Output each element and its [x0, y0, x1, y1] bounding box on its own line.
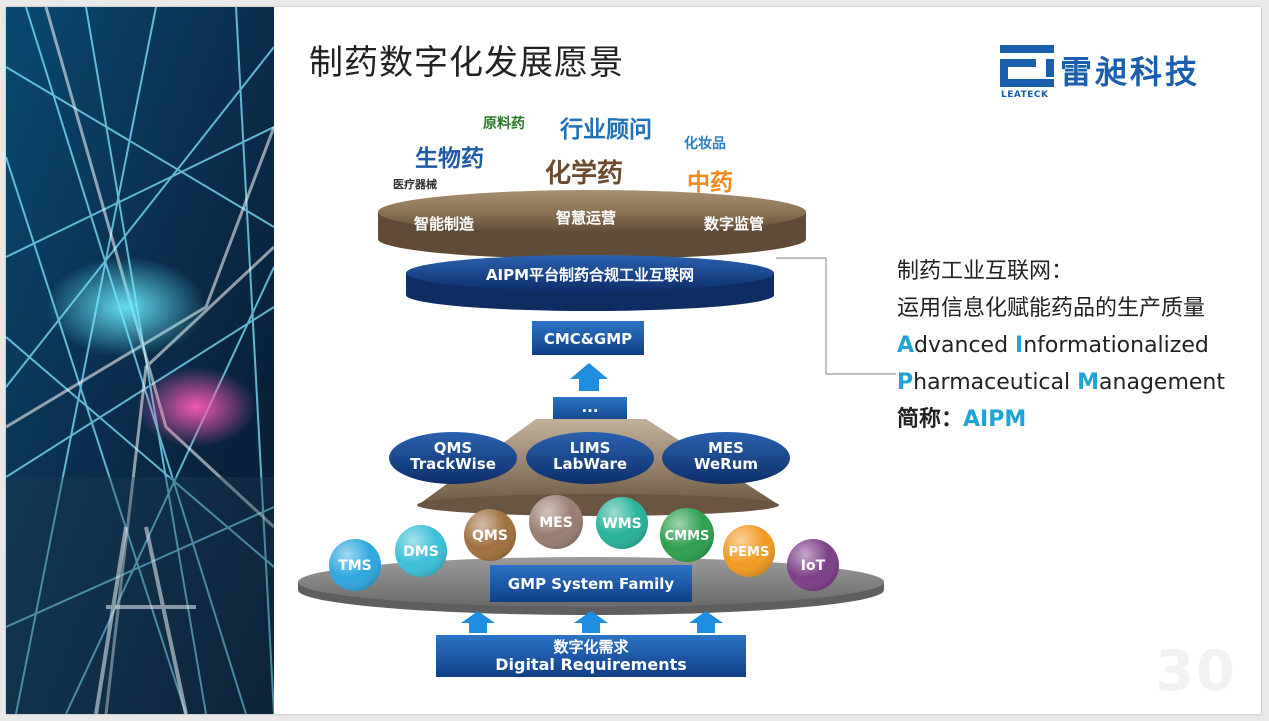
gmp-family-box: GMP System Family — [490, 565, 692, 602]
domain-cosmetics: 化妆品 — [684, 136, 726, 152]
ball-label: PEMS — [729, 545, 770, 560]
domain-api: 原料药 — [483, 116, 525, 132]
ball-shading — [329, 539, 381, 591]
word-rest: anagement — [1099, 370, 1225, 395]
acronym-letter: P — [897, 370, 914, 395]
enterprise-system-name: MES — [708, 439, 744, 457]
gmp-system-balls: TMS DMS QMS MES WMS CMMS PEMS IoT — [329, 495, 839, 591]
ball-shading — [464, 509, 516, 561]
up-arrow-icon — [574, 611, 608, 633]
enterprise-system-lims: LIMS LabWare — [526, 432, 654, 484]
enterprise-system-vendor: LabWare — [553, 455, 627, 473]
cone-base — [417, 494, 779, 516]
ball-shading — [395, 525, 447, 577]
up-arrow-icon — [461, 611, 495, 633]
leateck-logo-mark — [1000, 45, 1054, 87]
word-rest: dvanced — [914, 333, 1016, 358]
gmp-system-ball-tms: TMS — [329, 539, 381, 591]
slide: 制药数字化发展愿景 雷昶科技 LEATECK 原料药 行业顾问 生物药 化妆品 … — [6, 7, 1261, 714]
ball-label: MES — [539, 515, 573, 531]
digital-requirements-en: Digital Requirements — [495, 655, 687, 674]
aipm-platform-disc: AIPM平台制药合规工业互联网 — [406, 255, 774, 311]
description-abbreviation: 简称：AIPM — [897, 401, 1225, 438]
cmc-gmp-box: CMC&GMP — [532, 321, 644, 355]
acronym-letter: A — [897, 333, 915, 358]
ball-shading — [787, 539, 839, 591]
cmc-gmp-label: CMC&GMP — [544, 330, 632, 348]
ball-label: TMS — [338, 558, 372, 574]
digital-requirements-cn: 数字化需求 — [553, 638, 629, 656]
connector-line — [776, 257, 896, 375]
enterprise-system-qms: QMS TrackWise — [389, 432, 517, 484]
ball-shading — [660, 508, 714, 562]
enterprise-system-name: LIMS — [570, 439, 611, 457]
aipm-architecture-diagram: 智能制造 智慧运营 数字监管 AIPM平台制药合规工业互联网 CMC&GMP .… — [298, 190, 896, 677]
enterprise-system-vendor: WeRum — [694, 455, 758, 473]
logo-name-en: LEATECK — [1001, 90, 1049, 100]
enterprise-system-mes: MES WeRum — [662, 432, 790, 484]
platform-label: AIPM平台制药合规工业互联网 — [486, 266, 694, 284]
up-arrow-icon — [570, 363, 608, 391]
enterprise-system-name: QMS — [434, 439, 472, 457]
domain-medical-devices: 医疗器械 — [393, 178, 437, 191]
ball-shading — [723, 525, 775, 577]
abbreviation-value: AIPM — [963, 407, 1027, 432]
ball-label: DMS — [403, 544, 439, 560]
top-tier-item: 智慧运营 — [556, 209, 616, 227]
ball-shading — [596, 497, 648, 549]
domain-chemical-drugs: 化学药 — [545, 159, 624, 189]
top-tier-item: 智能制造 — [414, 215, 474, 233]
gmp-system-ball-mes: MES — [529, 495, 583, 549]
acronym-letter: M — [1077, 370, 1100, 395]
ball-label: CMMS — [665, 529, 710, 544]
page-title: 制药数字化发展愿景 — [309, 43, 624, 83]
word-rest: nformationalized — [1023, 333, 1209, 358]
up-arrow-icon — [689, 611, 723, 633]
description-line: 制药工业互联网： — [897, 259, 1074, 284]
word-rest: harmaceutical — [913, 370, 1078, 395]
abbreviation-label: 简称： — [897, 407, 964, 432]
description-full-name-line2: Pharmaceutical Management — [897, 364, 1225, 401]
description-full-name-line1: Advanced Informationalized — [897, 327, 1225, 364]
digital-requirements-box: 数字化需求 Digital Requirements — [436, 635, 746, 677]
logo-name-cn: 雷昶科技 — [1060, 53, 1201, 91]
gmp-system-ball-pems: PEMS — [723, 525, 775, 577]
ellipsis-label: ... — [581, 398, 598, 416]
ball-shading — [529, 495, 583, 549]
gmp-system-ball-iot: IoT — [787, 539, 839, 591]
page-number: 30 — [1155, 639, 1237, 704]
gmp-system-ball-cmms: CMMS — [660, 508, 714, 562]
gmp-system-ball-dms: DMS — [395, 525, 447, 577]
ball-label: QMS — [472, 528, 508, 544]
top-tier-item: 数字监管 — [704, 215, 764, 233]
company-logo: 雷昶科技 LEATECK — [1000, 45, 1230, 105]
ball-label: IoT — [801, 558, 826, 574]
aipm-description: 制药工业互联网： 运用信息化赋能药品的生产质量 Advanced Informa… — [897, 253, 1225, 438]
decorative-photo — [6, 7, 274, 714]
acronym-letter: I — [1015, 333, 1024, 358]
enterprise-system-vendor: TrackWise — [410, 455, 496, 473]
gmp-system-ball-qms: QMS — [464, 509, 516, 561]
gmp-family-label: GMP System Family — [508, 575, 675, 593]
domain-tcm: 中药 — [687, 170, 733, 196]
gmp-system-ball-wms: WMS — [596, 497, 648, 549]
description-line: 运用信息化赋能药品的生产质量 — [897, 296, 1206, 321]
domain-biologics: 生物药 — [415, 146, 484, 172]
domain-consulting: 行业顾问 — [560, 117, 652, 143]
ball-label: WMS — [602, 516, 641, 532]
top-tier-disc: 智能制造 智慧运营 数字监管 — [378, 190, 806, 259]
